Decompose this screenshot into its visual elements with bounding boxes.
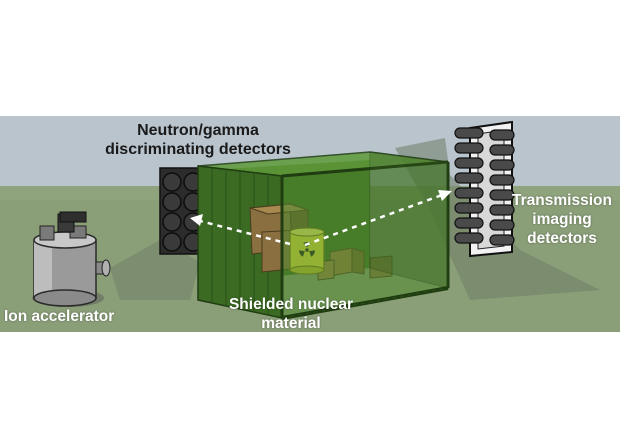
emission-arrowhead [190, 214, 203, 226]
neutron-gamma-detectors-label: Neutron/gamma discriminating detectors [104, 121, 292, 159]
transmission-label-line1: Transmission [512, 192, 612, 209]
transmission-detectors-label: Transmission imaging detectors [510, 191, 614, 248]
transmission-beam [304, 193, 443, 247]
shipping-container [197, 151, 450, 320]
transmission-arrowhead [438, 190, 452, 201]
neutron-gamma-label-line2: discriminating detectors [105, 141, 291, 158]
ion-accelerator [32, 211, 111, 307]
ion-accelerator-label: Ion accelerator [4, 307, 114, 326]
shielded-material-label: Shielded nuclear material [220, 295, 362, 333]
beam-paths [199, 193, 443, 247]
neutron-gamma-detector-array [159, 167, 207, 255]
ion-accelerator-label-text: Ion accelerator [4, 308, 115, 325]
shielded-label-line2: material [261, 315, 321, 332]
transmission-label-line2: imaging [532, 211, 592, 228]
neutron-gamma-label-line1: Neutron/gamma [137, 122, 259, 139]
shielded-label-line1: Shielded nuclear [228, 296, 354, 313]
transmission-label-line3: detectors [527, 230, 597, 247]
transmission-detector-array [454, 120, 515, 258]
